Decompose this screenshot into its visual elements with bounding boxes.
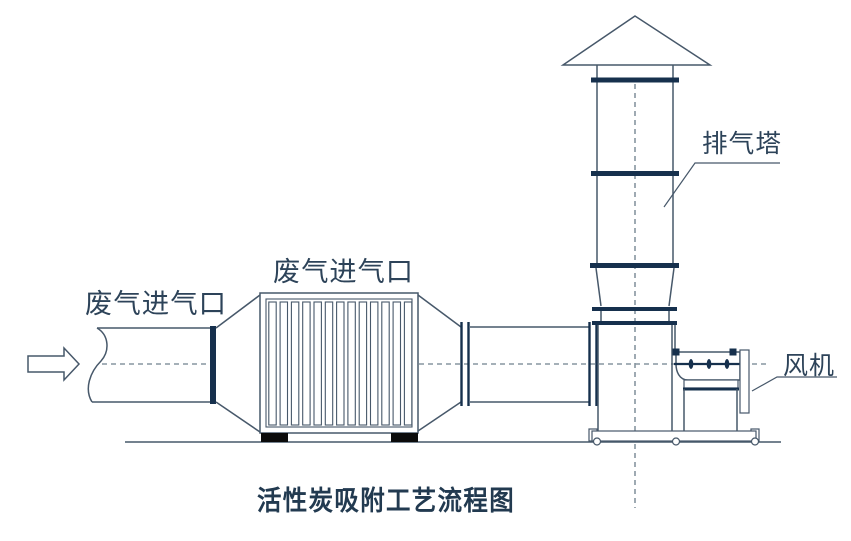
filter-slat <box>392 301 402 426</box>
exhaust-tower-label: 排气塔 <box>702 130 782 158</box>
base-roller <box>592 437 602 446</box>
fan-leader-line <box>751 376 837 392</box>
fan-shaft-bolt <box>724 359 730 369</box>
base-roller <box>750 437 760 446</box>
base-plate <box>588 428 760 446</box>
filter-slat <box>358 301 368 426</box>
fan-shaft-bolt <box>688 359 694 369</box>
filter-slat <box>290 301 300 426</box>
inlet-cone <box>215 294 261 433</box>
exhaust-tower-leader-line <box>663 162 780 208</box>
filter-slat <box>324 301 334 426</box>
fan-tray <box>683 379 739 389</box>
duct-flange-right <box>588 322 598 406</box>
filter-foot-right <box>391 433 418 442</box>
filter-slats <box>268 301 413 426</box>
filter-slat <box>369 301 379 426</box>
filter-slat <box>302 301 311 426</box>
connecting-duct <box>460 322 598 406</box>
fan-legs <box>683 389 738 431</box>
filter-slat <box>313 301 322 426</box>
tower-rain-cap <box>560 15 713 66</box>
pipe-break-curve <box>87 327 108 403</box>
filter-slat <box>381 301 390 426</box>
filter-slat <box>403 301 413 426</box>
outlet-cone <box>417 294 462 432</box>
inlet-flange <box>210 326 216 404</box>
fan-bolt-right <box>729 348 737 356</box>
fan-shaft-bolt <box>706 359 712 369</box>
flow-direction-arrow-icon <box>27 346 81 382</box>
tower-lower-walls <box>597 325 676 431</box>
base-roller <box>671 437 681 446</box>
exhaust-tower <box>560 15 713 431</box>
filter-slat <box>279 301 289 426</box>
fan <box>672 348 750 431</box>
fan-bolt-left <box>672 348 680 356</box>
duct-flange-left <box>460 322 470 406</box>
filter-slat <box>347 301 356 426</box>
inlet-pipe-label: 废气进气口 <box>85 289 227 319</box>
filter-foot-left <box>261 433 288 442</box>
filter-slat <box>336 301 345 426</box>
filter-slat <box>268 301 277 426</box>
filter-inlet-label: 废气进气口 <box>273 257 414 287</box>
diagram-caption: 活性炭吸附工艺流程图 <box>257 486 515 516</box>
fan-label: 风机 <box>783 352 835 380</box>
fan-outlet-plate <box>739 349 750 414</box>
tower-taper <box>595 267 675 307</box>
carbon-filter-box <box>259 292 419 442</box>
inlet-pipe <box>87 327 211 403</box>
